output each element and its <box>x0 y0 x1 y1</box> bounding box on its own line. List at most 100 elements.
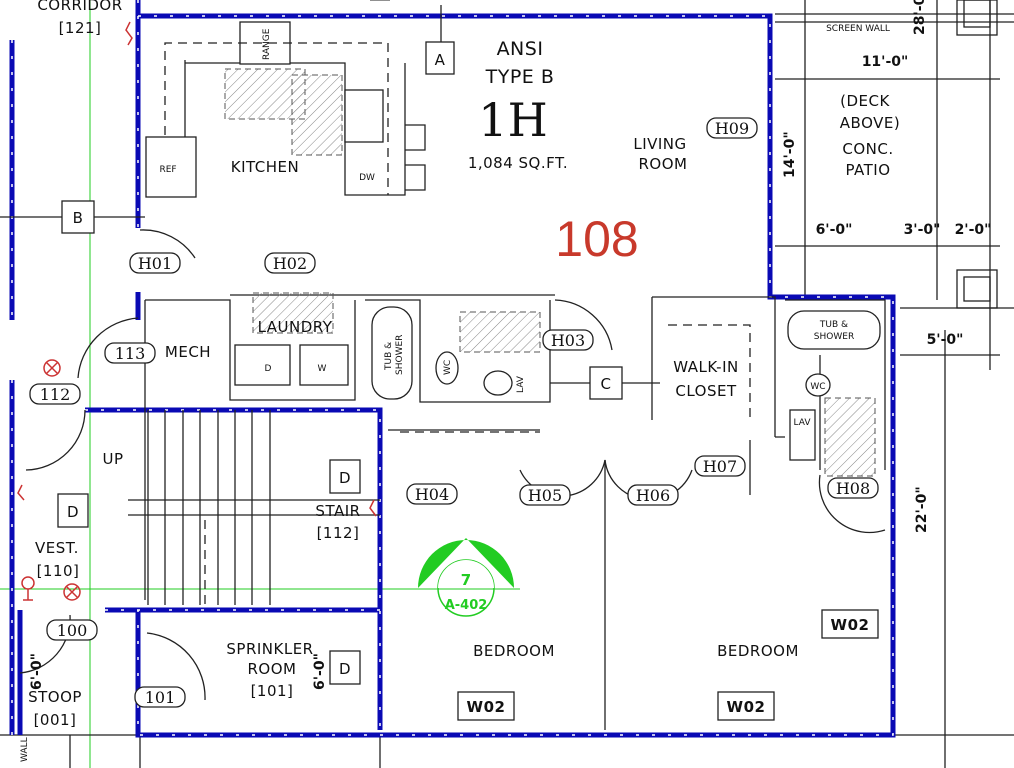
tub-label: TUB & <box>384 342 394 371</box>
door-tag-outline <box>542 329 594 351</box>
patio-label-1: CONC. <box>842 140 893 158</box>
door-tag: H02 <box>273 254 307 273</box>
door-tag: 100 <box>57 621 88 640</box>
strobe-icon <box>17 484 25 501</box>
section-sheet: A-402 <box>445 598 488 613</box>
lav-label-2: LAV <box>794 418 812 428</box>
door-tag-outline <box>627 484 679 506</box>
dim-6a: 6'-0" <box>816 222 853 238</box>
tag-w02-1: W02 <box>467 698 506 716</box>
tag-b: B <box>73 209 84 227</box>
shower-label-2: SHOWER <box>814 332 854 342</box>
wall-label: WALL <box>20 737 30 762</box>
sprinkler-number: [101] <box>251 682 294 700</box>
walkin-label-2: CLOSET <box>675 382 737 400</box>
dim-5: 5'-0" <box>927 332 964 348</box>
washer-label: W <box>318 364 327 374</box>
door-tag: H03 <box>551 331 585 350</box>
partitions <box>128 21 886 730</box>
deck-label-1: (DECK <box>840 92 890 110</box>
door-tag-outline <box>827 477 879 499</box>
section-number: 7 <box>461 571 471 589</box>
door-tag: H08 <box>836 479 870 498</box>
hatched-areas <box>224 0 876 477</box>
door-tag-outline <box>104 342 156 364</box>
vest-label: VEST. <box>35 539 79 557</box>
ansi-label: ANSI <box>497 38 544 60</box>
door-tag-outline <box>46 619 98 641</box>
dim-14: 14'-0" <box>782 131 798 178</box>
door-tag-outline <box>519 484 571 506</box>
door-tag-outline <box>406 483 458 505</box>
sprinkler-label-2: ROOM <box>248 660 297 678</box>
door-tag-outline <box>694 455 746 477</box>
living-label-1: LIVING <box>633 135 686 153</box>
wc-label: WC <box>443 360 453 375</box>
mech-label: MECH <box>165 343 211 361</box>
room-labels: CORRIDOR [121] KITCHEN REF RANGE DW LAUN… <box>20 0 900 762</box>
unit-area: 1,084 SQ.FT. <box>468 154 568 172</box>
screen-wall-label: SCREEN WALL <box>826 24 890 34</box>
up-label: UP <box>102 450 123 468</box>
unit-type: 1H <box>478 93 547 147</box>
dashed-lines <box>164 42 751 610</box>
alarm-icon <box>21 576 35 601</box>
door-tag: H07 <box>703 457 737 476</box>
dim-2: 2'-0" <box>955 222 992 238</box>
ref-label: REF <box>159 165 176 175</box>
door-tag: 112 <box>40 385 71 404</box>
door-tag-outline <box>264 252 316 274</box>
walls <box>9 0 896 738</box>
patio-label-2: PATIO <box>845 161 890 179</box>
deck-label-2: ABOVE) <box>840 114 900 132</box>
stoop-label: STOOP <box>28 688 82 706</box>
shower-label: SHOWER <box>395 335 405 375</box>
unit-info: ANSI TYPE B 1H 1,084 SQ.FT. 108 <box>468 38 639 267</box>
bedroom-label-1: BEDROOM <box>473 642 555 660</box>
light-fixture-icon <box>63 583 81 601</box>
dw-label: DW <box>359 173 375 183</box>
wc-label-2: WC <box>810 382 825 392</box>
door-tag-outline <box>134 686 186 708</box>
dim-3: 3'-0" <box>904 222 941 238</box>
dim-11: 11'-0" <box>862 54 909 70</box>
door-tag-outline <box>29 383 81 405</box>
door-tag: H04 <box>415 485 449 504</box>
dim-6b: 6'-0" <box>29 653 45 690</box>
door-tag-outline <box>129 252 181 274</box>
door-tag: H06 <box>636 486 670 505</box>
corridor-label: CORRIDOR <box>37 0 122 14</box>
tag-d-stair: D <box>339 469 351 487</box>
living-label-2: ROOM <box>639 155 688 173</box>
unit-number: 108 <box>555 211 638 267</box>
door-tag: H09 <box>715 119 749 138</box>
boxed-tags: A B C D D D W02 W02 W02 <box>0 5 879 721</box>
door-tag: 101 <box>145 688 176 707</box>
door-tag: H05 <box>528 486 562 505</box>
tag-d-sprinkler: D <box>339 660 351 678</box>
dim-22: 22'-0" <box>914 486 930 533</box>
tag-a: A <box>435 51 446 69</box>
dim-6c: 6'-0" <box>312 653 328 690</box>
tag-c: C <box>601 375 612 393</box>
section-marker: 7 A-402 <box>418 538 514 617</box>
laundry-label: LAUNDRY <box>258 318 333 336</box>
vest-number: [110] <box>37 562 80 580</box>
stair-label: STAIR <box>315 502 360 520</box>
range-label: RANGE <box>262 28 272 60</box>
strobe-icon <box>369 499 377 517</box>
dryer-label: D <box>265 364 272 374</box>
tag-w02-2: W02 <box>727 698 766 716</box>
bedroom-label-2: BEDROOM <box>717 642 799 660</box>
stair-number: [112] <box>317 524 360 542</box>
tag-w02-3: W02 <box>831 616 870 634</box>
door-tag-outline <box>706 117 758 139</box>
door-tag: 113 <box>115 344 146 363</box>
dim-28: 28'-0" <box>912 0 928 35</box>
dimensions: 28'-0" 11'-0" 14'-0" 6'-0" 3'-0" 2'-0" 5… <box>29 0 991 690</box>
door-tag: H01 <box>138 254 172 273</box>
type-b-label: TYPE B <box>485 66 555 88</box>
sprinkler-label-1: SPRINKLER <box>226 640 313 658</box>
